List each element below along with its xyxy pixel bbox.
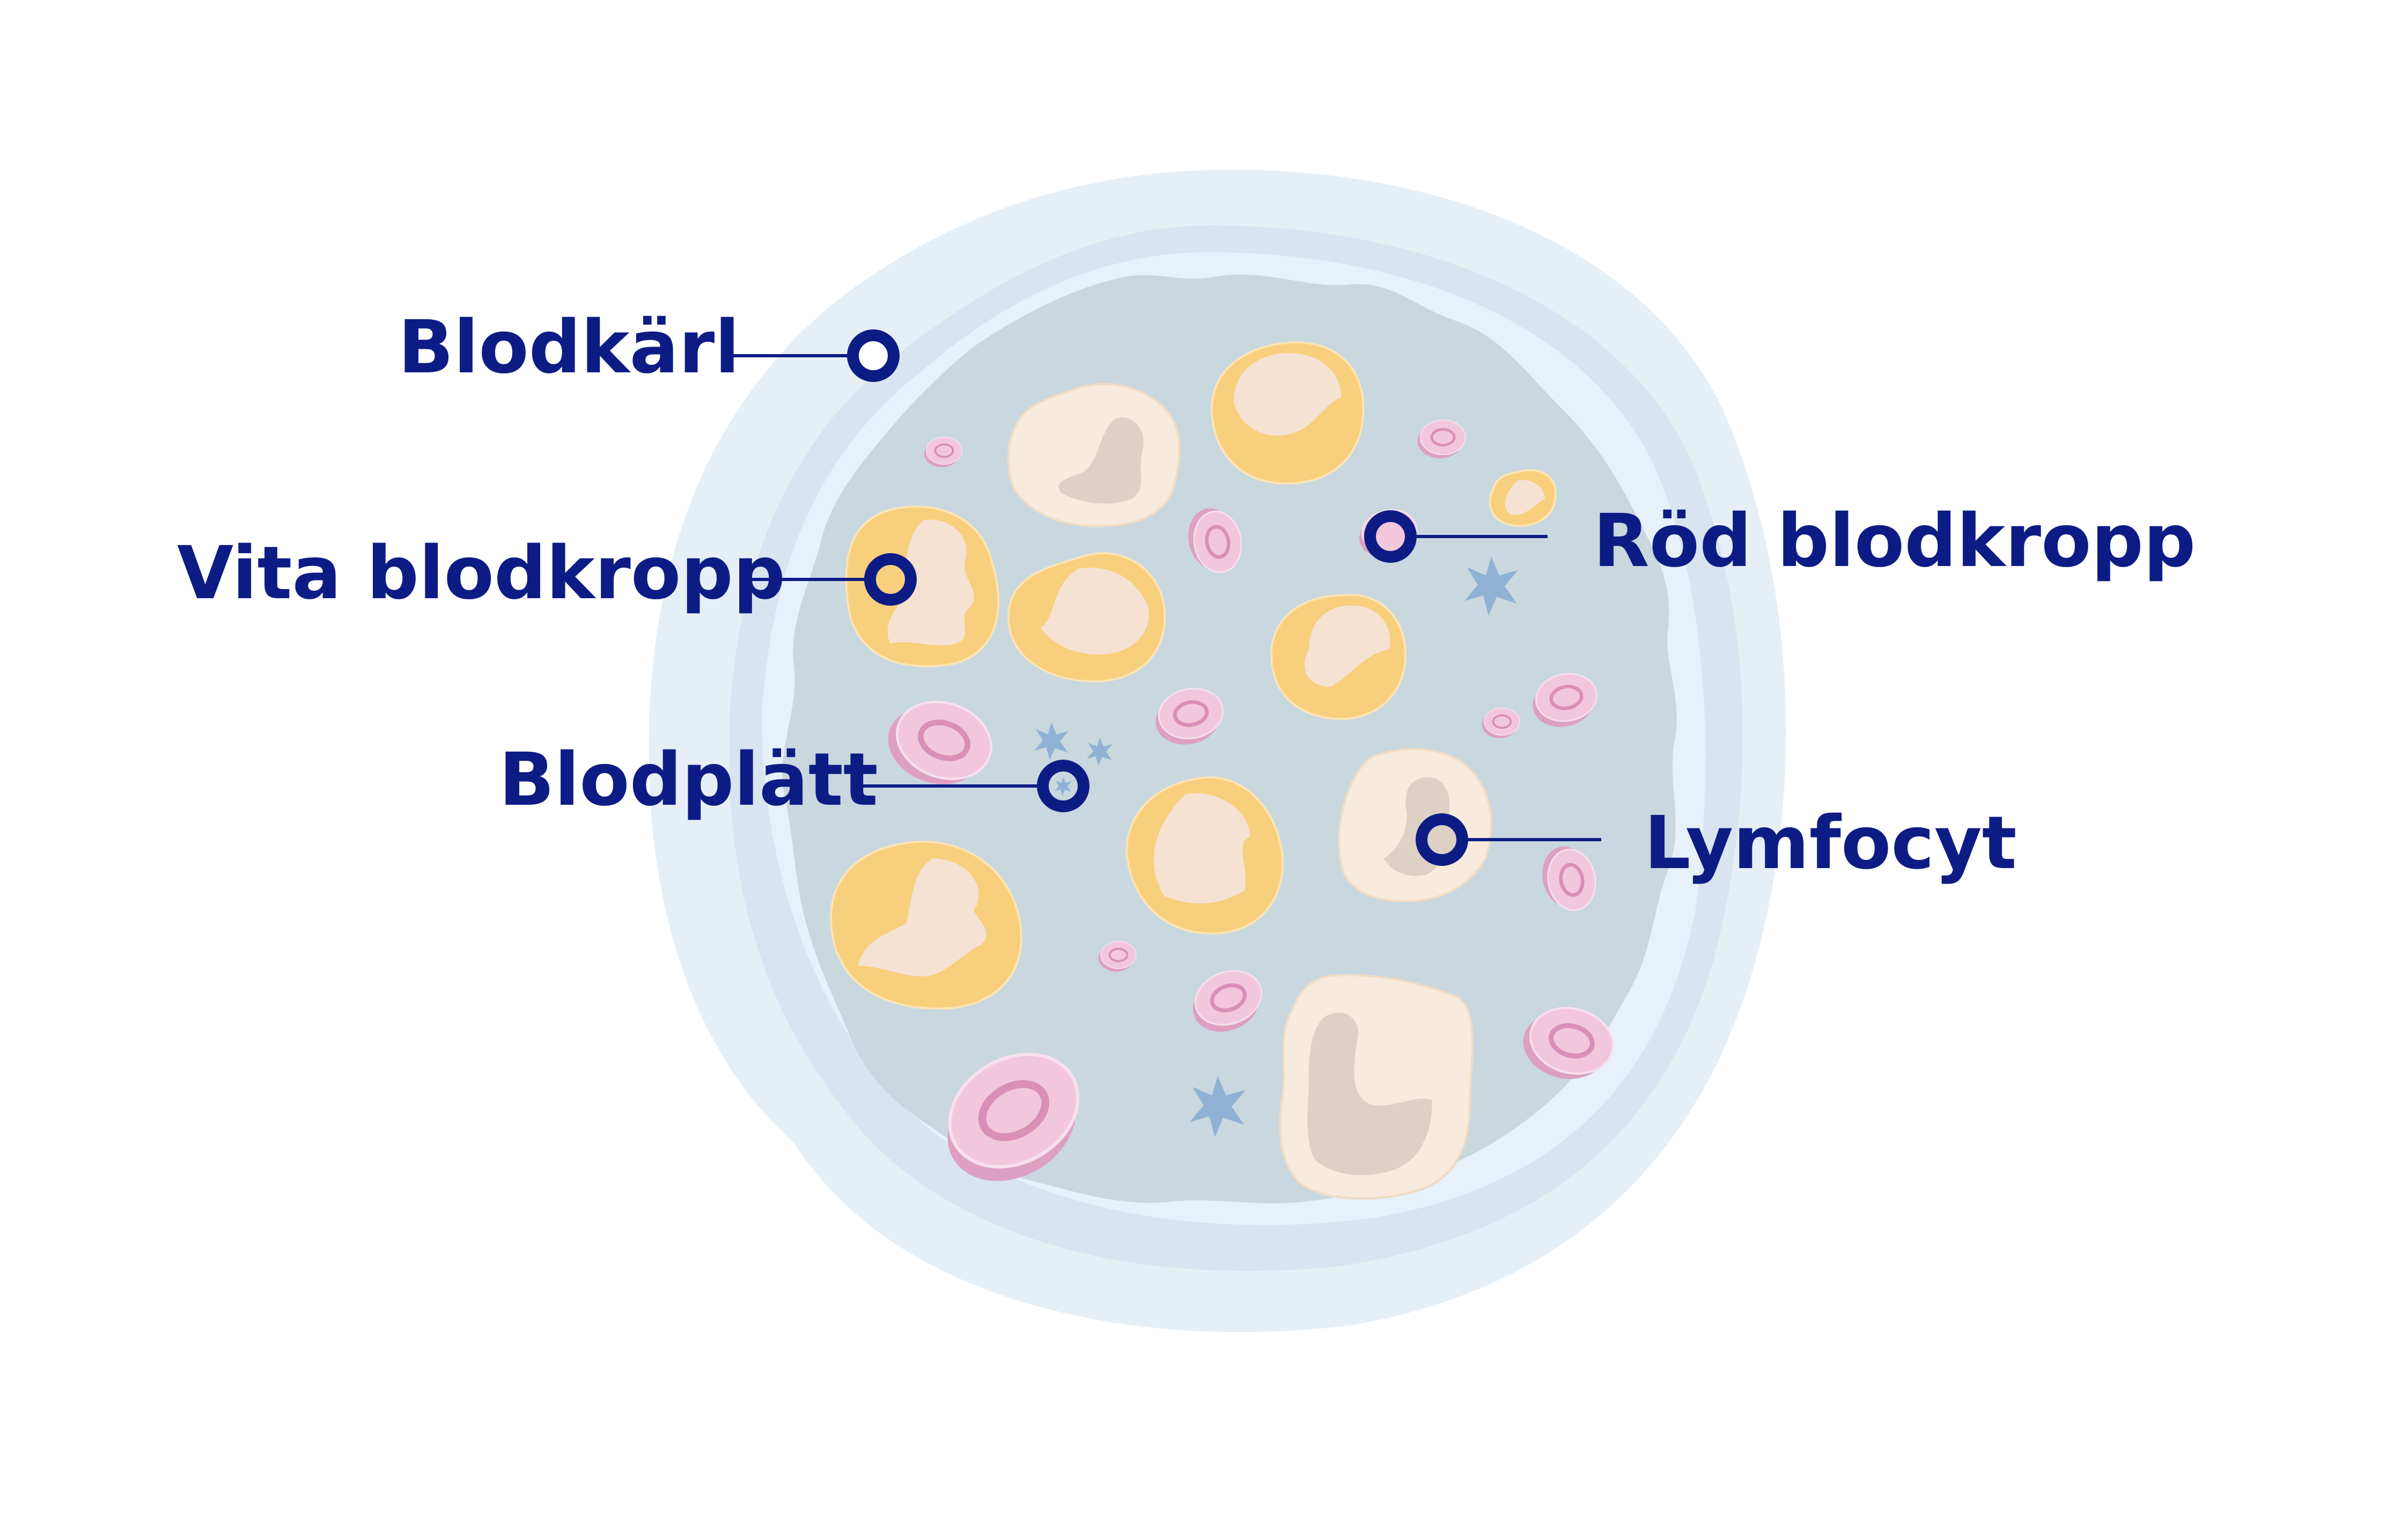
label-red-blood-cell: Röd blodkropp	[1593, 499, 2196, 584]
label-blood-vessel: Blodkärl	[398, 305, 740, 390]
marker-blood-vessel	[847, 329, 900, 382]
label-lymphocyte: Lymfocyt	[1644, 801, 2017, 886]
label-white-blood-cell: Vita blodkropp	[177, 531, 785, 616]
callout-white-blood-cell: Vita blodkropp	[177, 531, 917, 616]
callout-red-blood-cell: Röd blodkropp	[1364, 499, 2196, 584]
callout-platelet: Blodplätt	[499, 738, 1089, 822]
callout-blood-vessel: Blodkärl	[398, 305, 900, 390]
lymphocytes	[1007, 383, 1492, 1200]
white-blood-cells	[829, 341, 1557, 1010]
marker-white-blood-cell	[864, 553, 917, 606]
callout-lymphocyte: Lymfocyt	[1416, 801, 2017, 886]
marker-red-blood-cell	[1364, 510, 1417, 563]
marker-lymphocyte	[1416, 813, 1468, 866]
label-platelet: Blodplätt	[499, 738, 878, 822]
